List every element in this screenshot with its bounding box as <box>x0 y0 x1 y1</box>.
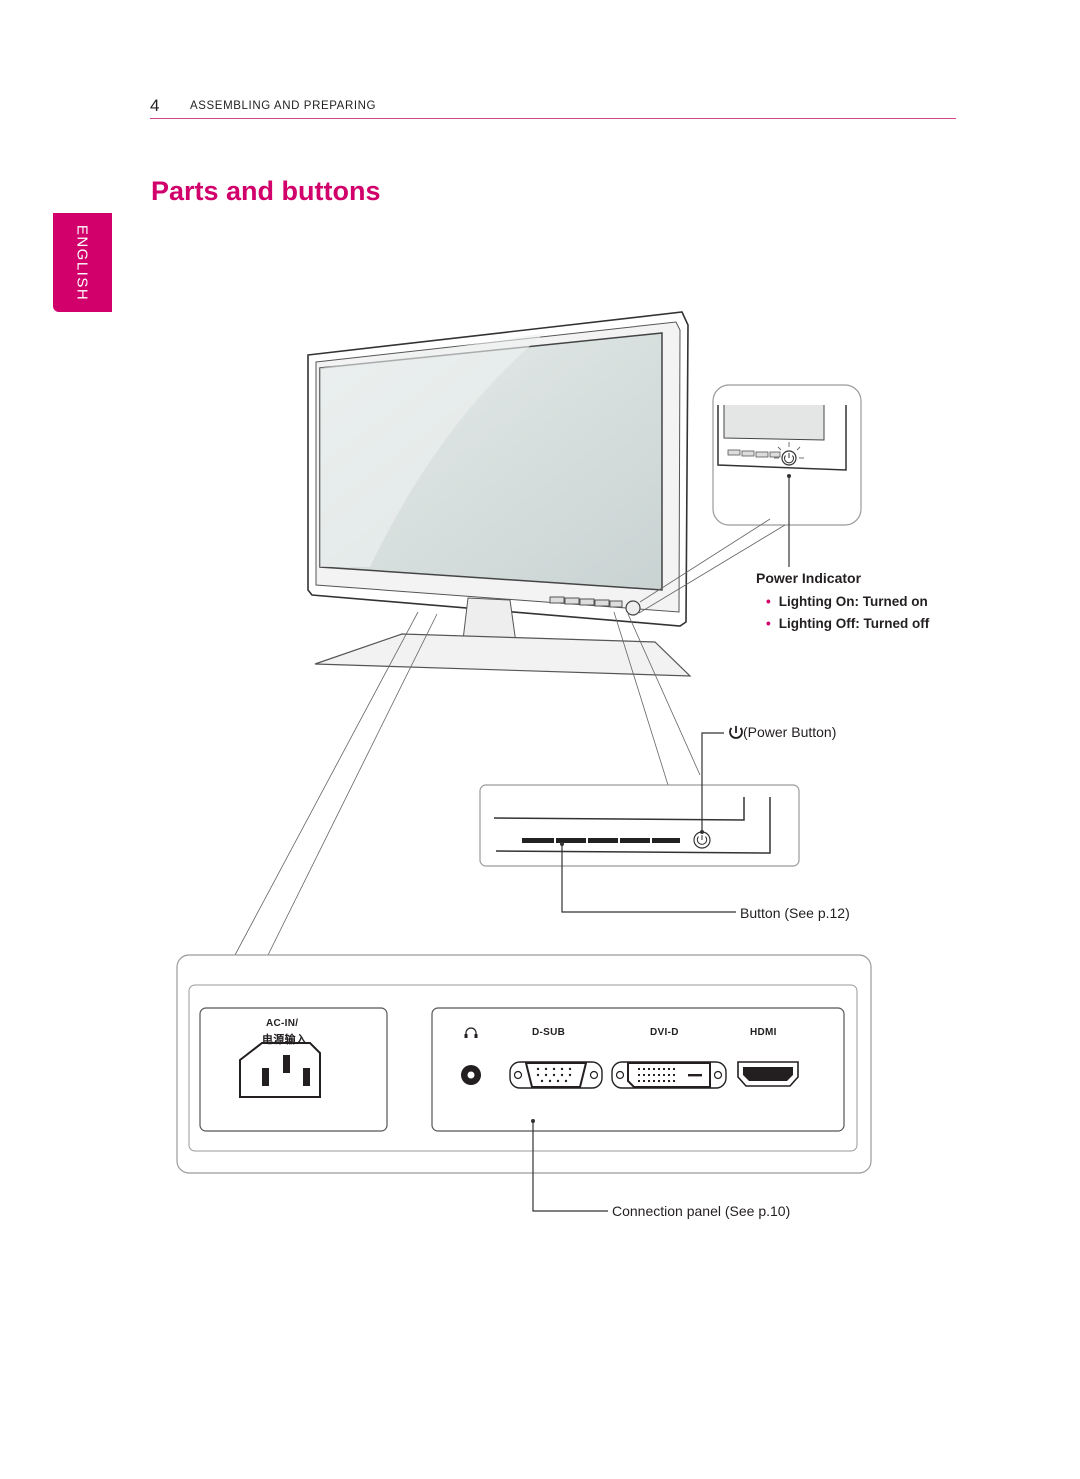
bullet-icon: • <box>766 616 771 631</box>
connection-panel-label: Connection panel (See p.10) <box>612 1203 791 1219</box>
ac-in-label: AC-IN/ <box>266 1018 299 1029</box>
bullet-icon: • <box>766 594 771 609</box>
headphone-jack <box>461 1065 481 1085</box>
power-indicator-closeup <box>638 384 862 614</box>
dsub-label: D-SUB <box>532 1027 566 1038</box>
page-number: 4 <box>150 96 160 115</box>
hdmi-port <box>737 1061 799 1087</box>
page-title: Parts and buttons <box>151 176 381 206</box>
language-tab: ENGLISH <box>53 213 112 312</box>
monitor-illustration <box>307 311 692 677</box>
power-indicator-led <box>625 600 641 616</box>
button-closeup <box>479 732 800 913</box>
power-icon <box>729 726 743 739</box>
power-indicator-item: •Lighting On: Turned on <box>766 594 928 609</box>
section-title: ASSEMBLING AND PREPARING <box>190 100 377 112</box>
dvid-label: DVI-D <box>650 1027 679 1038</box>
ac-in-label-chinese: 电源输入 <box>262 1034 308 1046</box>
headphone-icon <box>464 1027 478 1038</box>
power-button-label: (Power Button) <box>743 724 837 740</box>
dsub-port <box>509 1061 603 1089</box>
dvid-port <box>611 1061 727 1089</box>
power-indicator-item: •Lighting Off: Turned off <box>766 616 930 631</box>
hdmi-label: HDMI <box>750 1027 777 1038</box>
header-divider <box>150 118 956 119</box>
ac-in-port <box>239 1042 321 1098</box>
power-indicator-title: Power Indicator <box>756 570 862 586</box>
button-label: Button (See p.12) <box>740 905 850 921</box>
front-buttons <box>549 596 623 608</box>
connection-panel-closeup <box>176 954 872 1212</box>
